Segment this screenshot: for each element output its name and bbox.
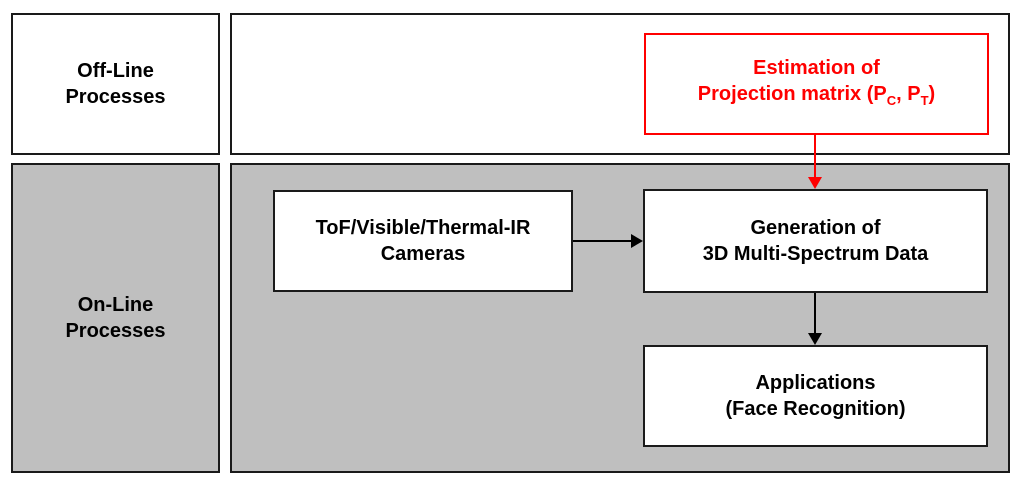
offline-lane-label-box: Off-Line Processes xyxy=(11,13,220,155)
online-lane-label-box: On-Line Processes xyxy=(11,163,220,473)
arrow-estimation-to-generation-head xyxy=(808,177,822,189)
applications-node: Applications (Face Recognition) xyxy=(643,345,988,447)
online-lane-label-line2: Processes xyxy=(65,320,166,342)
cameras-node: ToF/Visible/Thermal-IR Cameras xyxy=(273,190,573,292)
applications-node-line1: Applications xyxy=(755,372,876,394)
cameras-node-line1: ToF/Visible/Thermal-IR xyxy=(315,217,531,239)
arrow-cameras-to-generation-line xyxy=(573,240,631,242)
generation-node-line1: Generation of xyxy=(750,217,881,239)
estimation-node-line2: Projection matrix (PC, PT) xyxy=(697,82,936,108)
applications-node-line2: (Face Recognition) xyxy=(725,398,906,420)
arrow-generation-to-applications-head xyxy=(808,333,822,345)
generation-node-line2: 3D Multi-Spectrum Data xyxy=(702,243,929,265)
offline-lane-label-line1: Off-Line xyxy=(77,60,154,82)
subscript-c: C xyxy=(886,92,897,108)
subscript-t: T xyxy=(920,92,929,108)
arrow-generation-to-applications-line xyxy=(814,293,816,333)
arrow-cameras-to-generation-head xyxy=(631,234,643,248)
offline-lane-label-line2: Processes xyxy=(65,86,166,108)
cameras-node-line2: Cameras xyxy=(380,243,466,265)
arrow-estimation-to-generation-line xyxy=(814,135,816,179)
estimation-node: Estimation of Projection matrix (PC, PT) xyxy=(644,33,989,135)
estimation-node-line1: Estimation of xyxy=(753,56,880,79)
online-lane-label-line1: On-Line xyxy=(77,294,154,316)
generation-node: Generation of 3D Multi-Spectrum Data xyxy=(643,189,988,293)
